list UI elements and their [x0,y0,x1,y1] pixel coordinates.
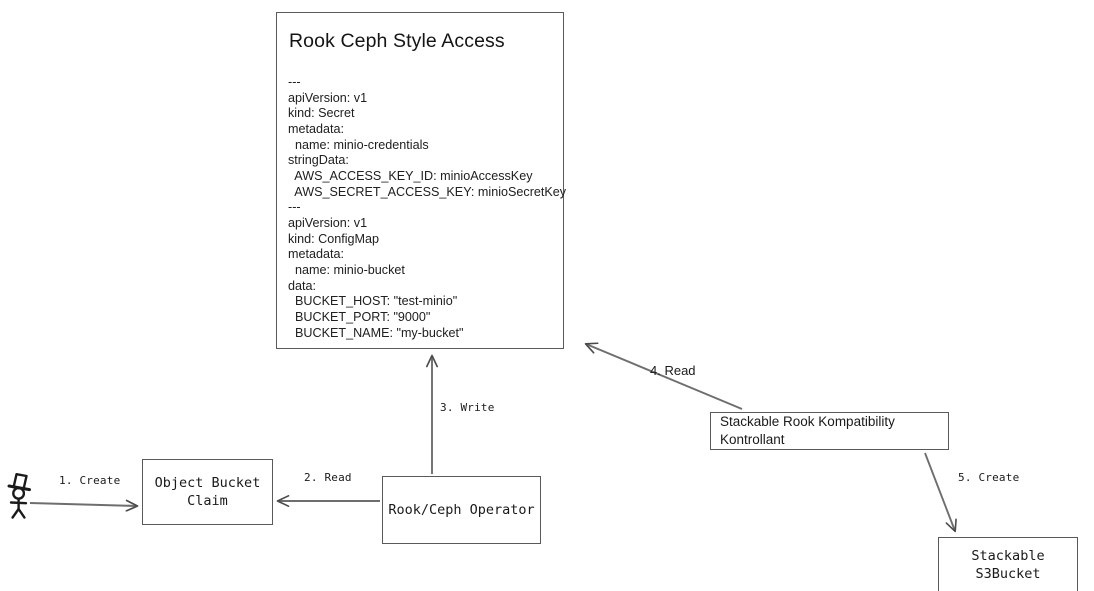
edge-label-3-write: 3. Write [440,401,495,414]
edge-label-2-read: 2. Read [304,471,352,484]
user-actor-icon [7,473,31,519]
panel-yaml-body: --- apiVersion: v1 kind: Secret metadata… [288,75,567,340]
edge-label-1-create: 1. Create [59,474,121,487]
node-object-bucket-claim-label: Object Bucket Claim [154,474,261,509]
node-rook-ceph-operator[interactable]: Rook/Ceph Operator [382,476,541,544]
node-rook-ceph-operator-label: Rook/Ceph Operator [388,501,535,518]
node-srkk-label: Stackable Rook Kompatibility Kontrollant [720,414,895,447]
panel-title: Rook Ceph Style Access [289,30,505,52]
node-stackable-s3bucket[interactable]: Stackable S3Bucket [938,537,1078,591]
node-stackable-s3bucket-label: Stackable S3Bucket [971,547,1045,582]
node-object-bucket-claim[interactable]: Object Bucket Claim [142,459,273,525]
edge-label-4-read: 4. Read [650,363,696,378]
edge-label-5-create: 5. Create [958,471,1020,484]
edge-5-create [924,452,957,533]
node-stackable-rook-kompatibility-kontrollant[interactable]: Stackable Rook Kompatibility Kontrollant [710,412,949,450]
edge-1-create [29,503,137,506]
rook-ceph-style-access-panel: Rook Ceph Style Access --- apiVersion: v… [276,12,567,349]
